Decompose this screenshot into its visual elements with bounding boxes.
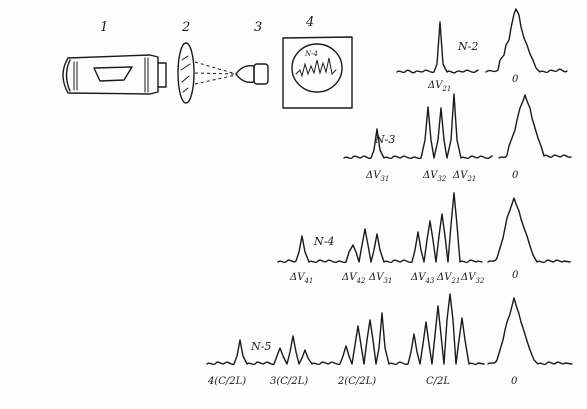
zero-n5: 0 bbox=[511, 376, 518, 387]
peak-label-n5-c2l: C/2L bbox=[426, 376, 450, 387]
peak-label-n5-3c2l: 3(C/2L) bbox=[270, 376, 308, 387]
peak-label-n4-21: ΔV21 bbox=[436, 272, 460, 285]
label-n3: N-3 bbox=[374, 133, 395, 146]
peak-label-n3-21: ΔV21 bbox=[452, 170, 476, 183]
peak-label-n4-42: ΔV42 bbox=[341, 272, 366, 285]
peak-label-n4-32: ΔV32 bbox=[460, 272, 485, 285]
label-detector: 3 bbox=[254, 20, 262, 35]
spectrum-analyzer: N-4 bbox=[282, 36, 353, 109]
peak-label-n3-32: ΔV32 bbox=[422, 170, 447, 183]
spectrum-n4: N-4 ΔV41 ΔV42 ΔV31 ΔV43 ΔV21 ΔV32 0 bbox=[277, 192, 571, 285]
light-beam bbox=[194, 61, 237, 85]
envelope-n4 bbox=[487, 197, 571, 264]
peak-label-n2-21: ΔV21 bbox=[427, 80, 451, 93]
spectrum-n3: N-3 ΔV31 ΔV32 ΔV21 0 bbox=[343, 93, 572, 183]
apparatus: 1 2 3 4 bbox=[62, 15, 353, 109]
screen-label: N-4 bbox=[304, 50, 318, 58]
photodetector bbox=[235, 63, 269, 85]
peak-label-n4-31: ΔV31 bbox=[368, 272, 392, 285]
peak-label-n3-31: ΔV31 bbox=[365, 170, 389, 183]
peak-label-n4-43: ΔV43 bbox=[410, 272, 435, 285]
peak-label-n4-41: ΔV41 bbox=[289, 272, 313, 285]
spectrum-n2: N-2 ΔV21 0 bbox=[396, 8, 568, 93]
envelope-n5 bbox=[487, 297, 573, 366]
zero-n3: 0 bbox=[512, 170, 519, 181]
label-interferometer: 2 bbox=[181, 20, 190, 35]
envelope-n2 bbox=[485, 8, 568, 74]
label-laser: 1 bbox=[100, 20, 108, 35]
label-n2: N-2 bbox=[457, 40, 478, 53]
label-n5: N-5 bbox=[250, 340, 271, 353]
zero-n2: 0 bbox=[512, 74, 519, 85]
trace-n5 bbox=[206, 293, 485, 366]
laser-tube bbox=[62, 54, 167, 95]
trace-n3 bbox=[343, 93, 493, 160]
label-n4: N-4 bbox=[313, 235, 334, 248]
label-analyzer: 4 bbox=[305, 15, 314, 30]
peak-label-n5-4c2l: 4(C/2L) bbox=[207, 376, 246, 387]
spectrum-n5: N-5 4(C/2L) 3(C/2L) 2(C/2L) C/2L 0 bbox=[206, 293, 573, 387]
trace-n4 bbox=[277, 192, 483, 264]
lens-disc bbox=[177, 42, 195, 104]
envelope-n3 bbox=[498, 94, 572, 159]
peak-label-n5-2c2l: 2(C/2L) bbox=[337, 376, 376, 387]
zero-n4: 0 bbox=[512, 270, 519, 281]
trace-n2 bbox=[396, 21, 479, 74]
